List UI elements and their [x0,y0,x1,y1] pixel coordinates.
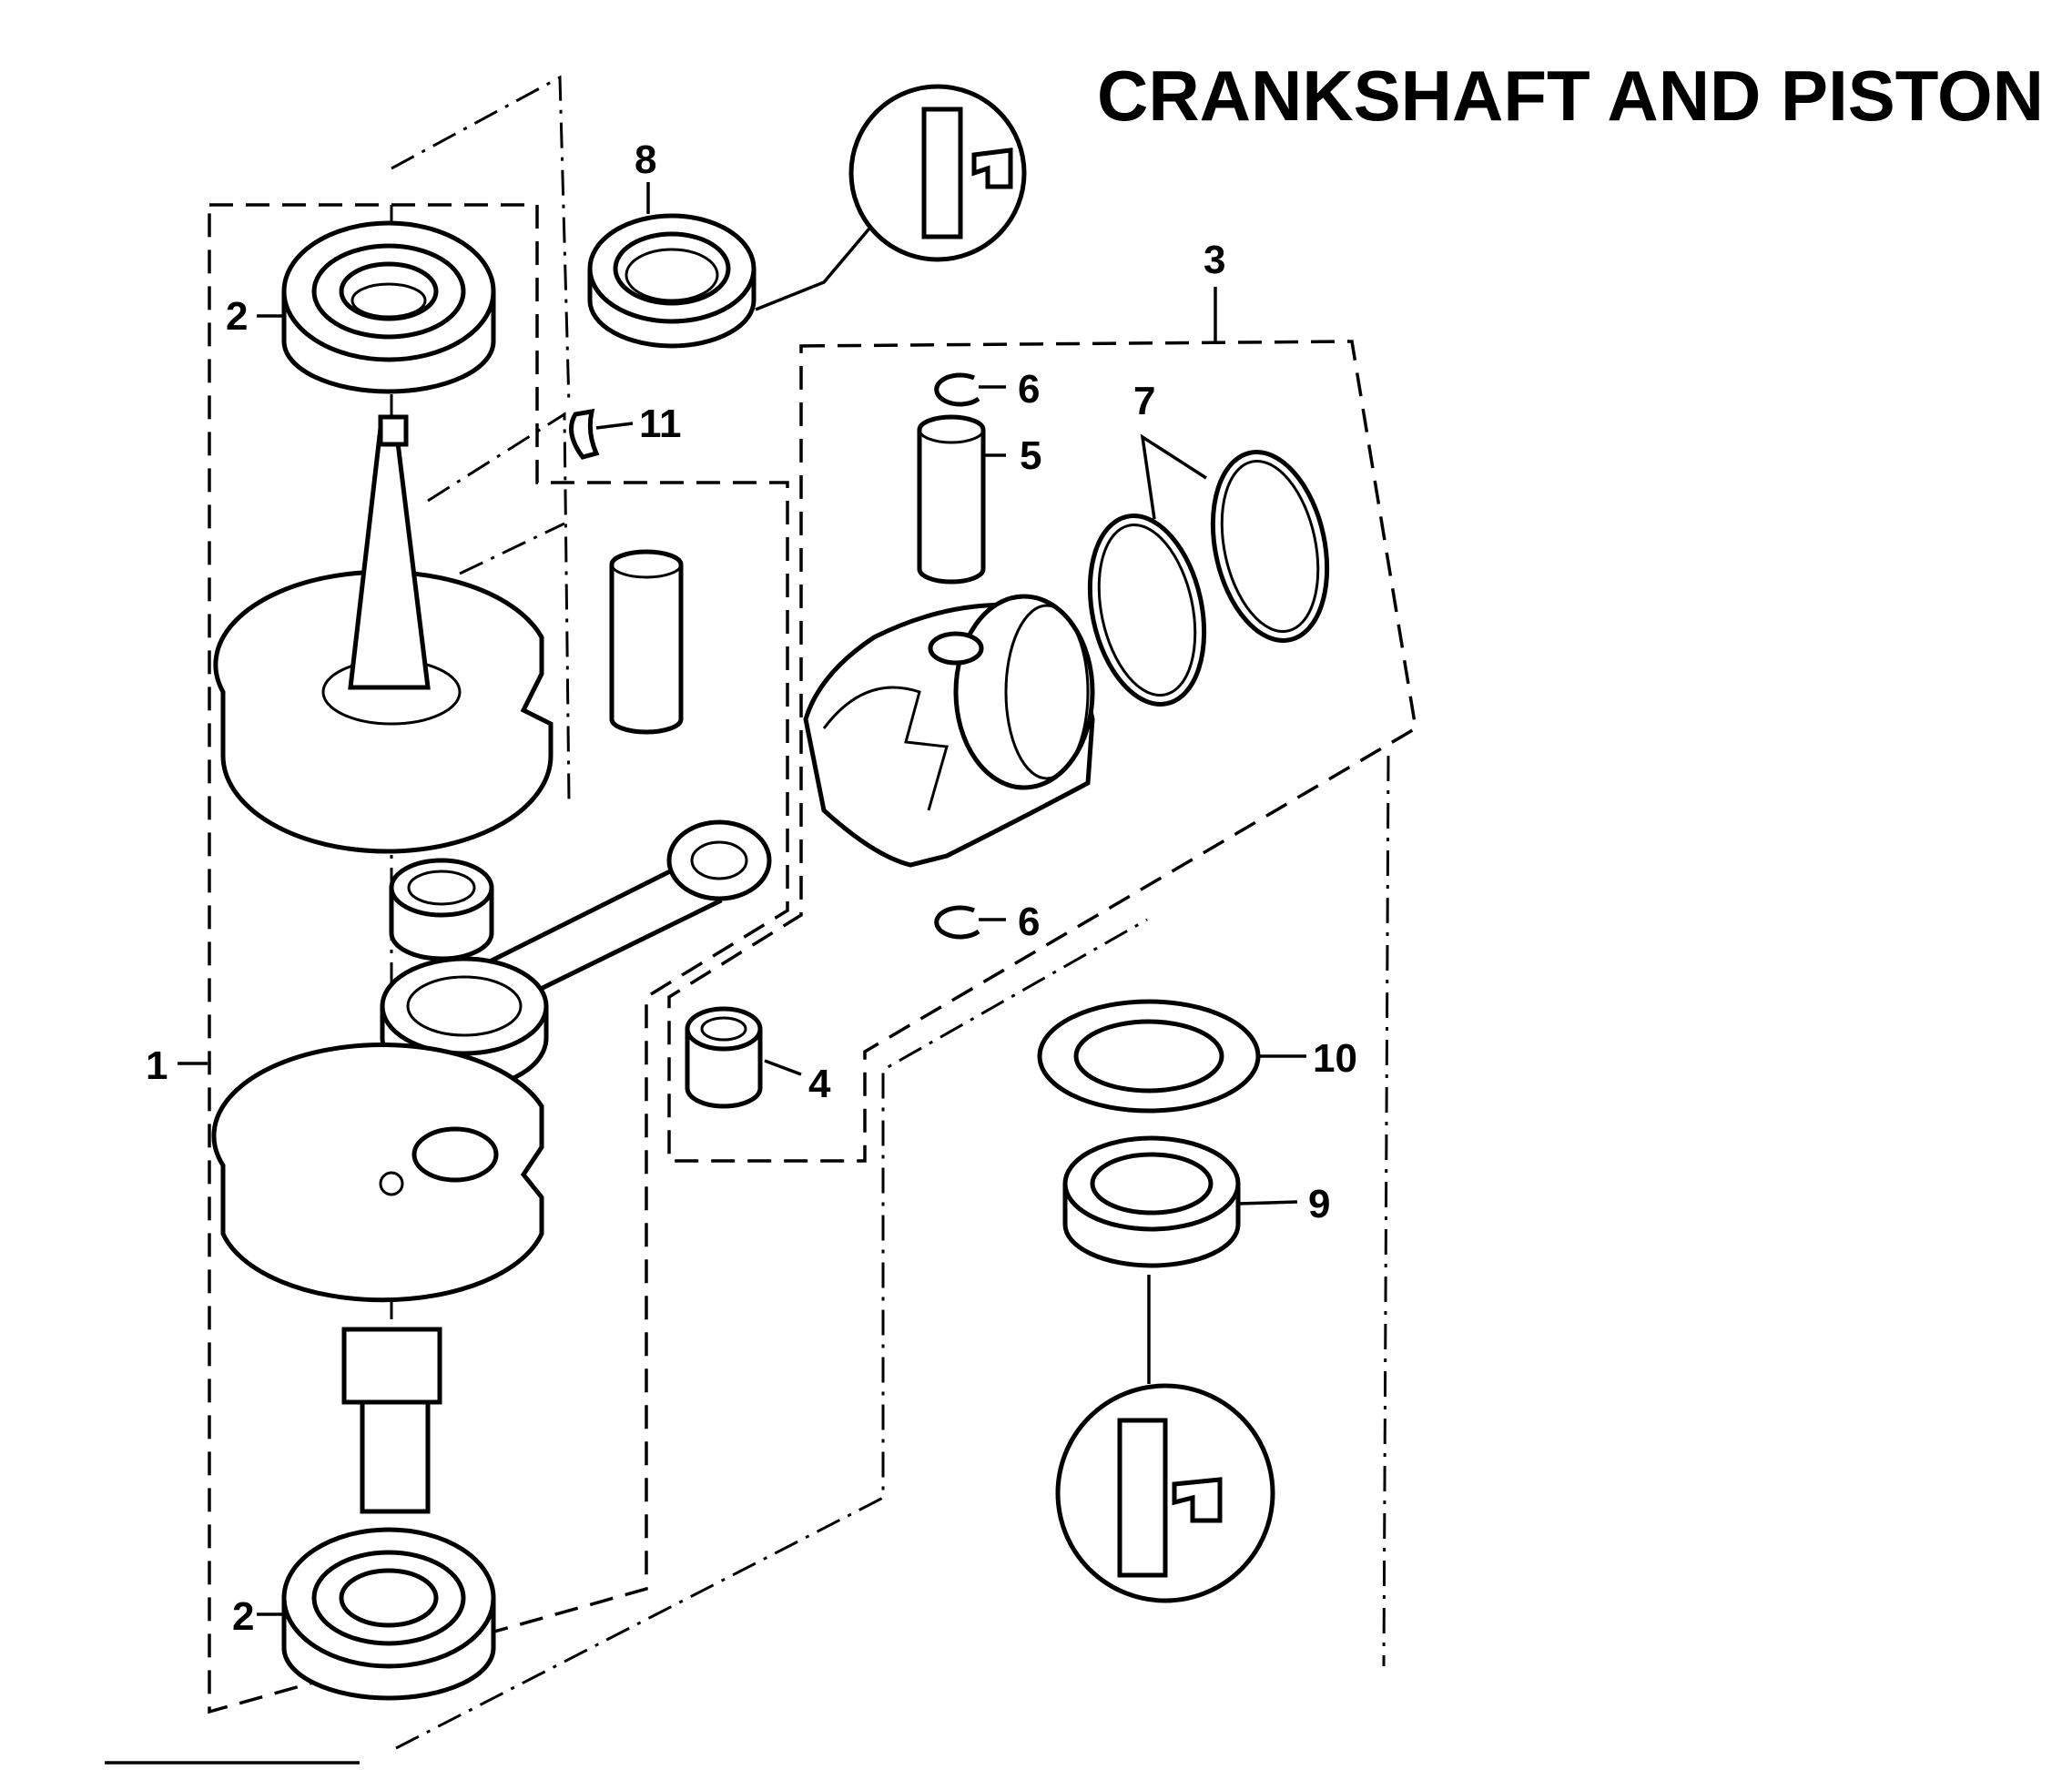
alignment-line-upper [391,75,571,802]
grease-lubricant-icon [1055,1275,1275,1603]
main-bearing-top [281,220,496,394]
alignment-line-right [1382,755,1390,1667]
lower-bearing [1062,1135,1241,1268]
piston-pin-lock-ring-top [934,372,980,407]
callout-6-top: 6 [1018,367,1040,412]
alignment-line-lower [395,918,1148,1750]
leader-7 [1140,433,1207,520]
callout-2-bottom: 2 [232,1594,254,1639]
callout-2-top: 2 [226,294,248,339]
thrust-washer [1037,999,1261,1114]
callout-10: 10 [1313,1036,1357,1081]
piston-rings [1087,450,1330,707]
callout-7: 7 [1133,379,1155,423]
leader-11 [595,422,634,430]
diagram-title: CRANKSHAFT AND PISTON [1097,56,2045,136]
main-bearing-bottom [281,1527,496,1701]
callout-11: 11 [639,402,682,446]
piston-pin-lock-ring-bottom [934,905,980,940]
crankshaft-lower [211,1043,544,1514]
callout-3: 3 [1204,238,1225,282]
wrist-pin-needle-bearing [685,1006,763,1109]
callout-8: 8 [635,137,656,182]
callout-4: 4 [808,1062,831,1106]
piston [803,594,1095,868]
grease-lubricant-icon [755,84,1027,311]
piston-assembly-outline [667,340,1417,1163]
callout-6-bottom: 6 [1018,900,1040,944]
woodruff-key [569,408,600,460]
callout-5: 5 [1020,433,1041,478]
oil-seal-top [587,213,757,349]
piston-pin [917,414,986,585]
leader-9 [1237,1200,1298,1205]
leader-4 [764,1059,802,1076]
callout-1: 1 [146,1043,168,1088]
crankshaft-upper [213,414,684,854]
crankpin-needle-bearing [389,858,494,961]
callout-9: 9 [1308,1182,1330,1226]
